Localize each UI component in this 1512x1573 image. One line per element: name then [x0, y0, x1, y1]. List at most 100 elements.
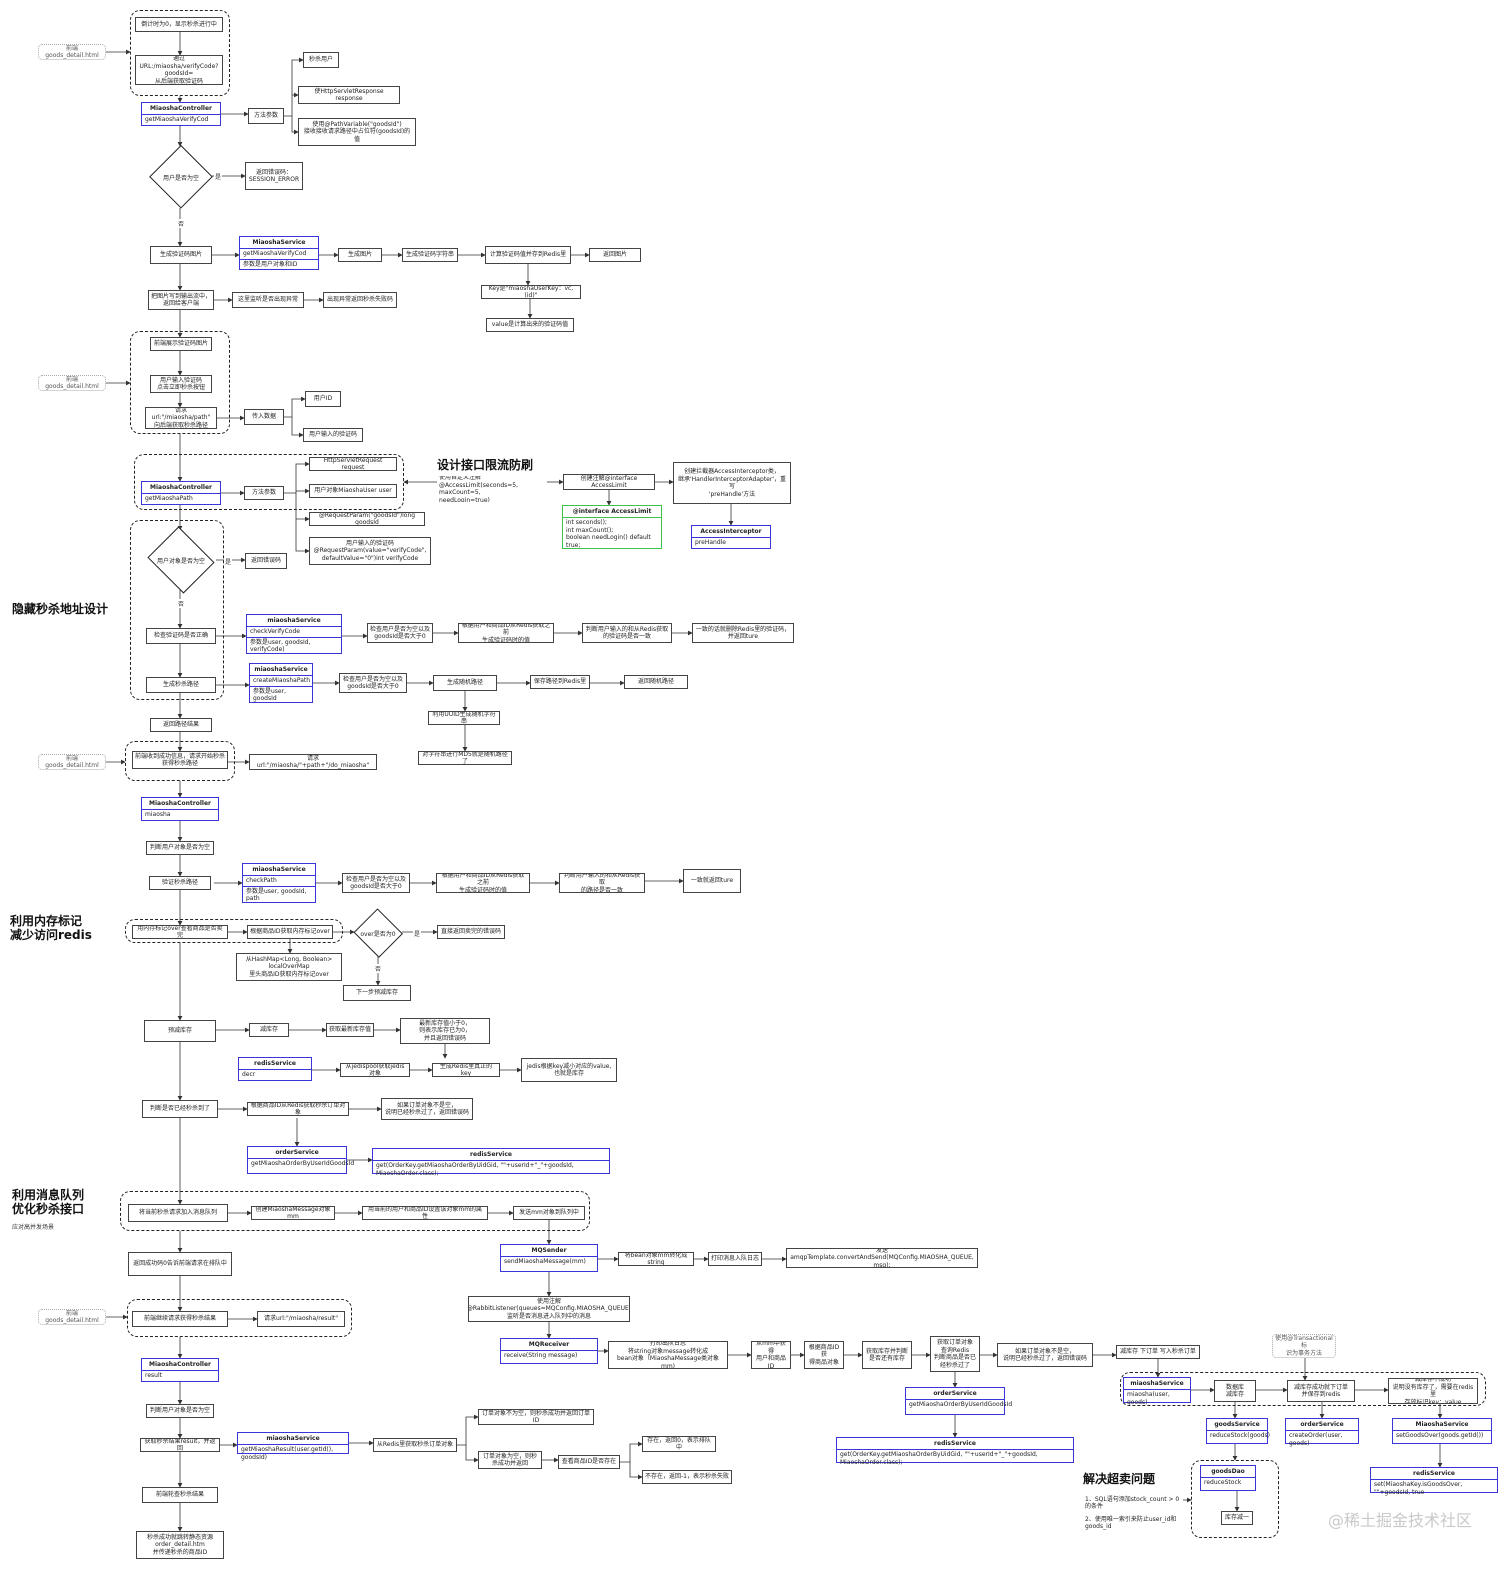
node-dyes: 返回错误码： SESSION_ERROR [245, 162, 303, 190]
class-box-title: MiaoshaController [142, 1359, 218, 1371]
node-rv6: 如果订单对象不是空， 说明已经秒杀过了，返回错误码 [997, 1343, 1093, 1367]
node-pth: 生成秒杀路径 [146, 677, 216, 693]
node-z7: 存在，返回0，表示排队中 [642, 1436, 716, 1452]
node-lim3: 创建拦截器AccessInterceptor类， 继承'HandlerInter… [673, 462, 791, 504]
node-fe4: 前端goods_detail.html [38, 1309, 106, 1325]
heading-rate-limit: 设计接口限流防刷 [437, 458, 534, 472]
group-result-request [127, 1299, 352, 1337]
class-box-title: miaoshaService [250, 664, 312, 676]
node-mq1: 将当前秒杀请求加入消息队列 [128, 1204, 228, 1222]
node-s6: 用户输入的验证码 [303, 428, 363, 442]
node-pr4: 从jedispool获取jedis对象 [340, 1063, 410, 1077]
node-rep: 判断是否已经秒杀到了 [142, 1100, 218, 1118]
node-pr5: 生成Redis里真正的key [432, 1063, 500, 1077]
class-box-row: get(OrderKey.getMiaoshaOrderByUidGid, ""… [376, 1162, 574, 1177]
class-box-row: getMiaoshaVerifyCod [243, 250, 307, 257]
node-o2: 根据商品ID获取内存标记over [247, 925, 333, 939]
class-box-title: goodsDao [1201, 1466, 1255, 1478]
node-q3: @RequestParam("goodsId")long goodsId [309, 512, 425, 526]
node-n1: 倒计时为0，显示秒杀进行中 [135, 17, 223, 32]
node-t4: 返回随机路径 [624, 675, 688, 689]
class-box-row: decr [242, 1071, 256, 1078]
node-z6: 查看商品ID是否存在 [558, 1455, 620, 1469]
node-c4: 一致的话就删除Redis里的验证码， 并返回ture [692, 623, 794, 643]
node-m2: 验证秒杀路径 [149, 876, 211, 890]
node-g2: 生成验证码字符串 [402, 248, 458, 262]
class-box-title: redisService [1371, 1468, 1497, 1480]
class-box-row: reduceStock [1204, 1479, 1242, 1486]
node-s3: 请求url:"/miaosha/path" 向后端获取秒杀路径 [145, 407, 217, 429]
node-sol1: 1、SQL语句添加stock_count > 0 的条件 [1085, 1495, 1180, 1511]
group-countdown [130, 10, 230, 96]
group-transaction [1120, 1372, 1486, 1406]
group-start-miaosha [125, 741, 235, 781]
decision-label: 用户是否为空 [162, 174, 199, 182]
node-z8: 不存在，返回-1，表示秒杀失败 [642, 1470, 732, 1484]
node-t5: 利用UUID生成随机字符串 [428, 711, 500, 725]
node-s2: 用户输入验证码 点击立即秒杀按钮 [150, 375, 212, 393]
heading-message-queue: 利用消息队列 优化秒杀接口 [12, 1188, 85, 1216]
node-rp1: 根据商品ID从Redis获取秒杀订单对象 [247, 1102, 349, 1116]
decision-label: 用户对象是否为空 [156, 557, 205, 565]
node-rv2: 从mm中获得 用户和商品ID [751, 1341, 791, 1369]
node-z5: 订单对象为空，则秒 杀成功并返回 [478, 1451, 542, 1469]
class-box-row: 参数是user, goodsId [250, 685, 312, 704]
node-z3: 从Redis里获取秒杀订单对象 [373, 1438, 457, 1452]
node-lim1: 使用自定义注解 @AccessLimit(seconds=5, maxCount… [439, 476, 519, 502]
group-queue [120, 1191, 590, 1231]
node-z10: 秒杀成功就跳转静态资源 order_detail.htm 并传递秒杀的商品ID [136, 1531, 224, 1559]
node-r2: 请求url:"/miaosha/"+path+"/do_miaosha" [249, 754, 377, 770]
node-o4: 直接返回卖完的错误码 [437, 925, 505, 939]
edge-label-yes: 是 [413, 929, 422, 938]
node-r1: 前端收到成功信息，请求开始秒杀 获得秒杀路径 [132, 751, 228, 769]
class-box-title: MiaoshaService [240, 237, 318, 249]
node-o1: 用内存标记over查看商品是否卖完 [132, 925, 228, 939]
node-s5: 用户ID [305, 391, 341, 407]
class-box-row: getMiaoshaPath [145, 495, 193, 502]
node-v4: 一致就返回ture [683, 869, 741, 893]
class-box-title: AccessInterceptor [692, 526, 770, 538]
node-q2: 用户对象MiaoshaUser user [309, 484, 397, 498]
node-t2: 生成随机路径 [433, 675, 497, 691]
heading-memory-flag: 利用内存标记 减少访问redis [10, 914, 92, 942]
node-p2: 使HttpServletResponse response [298, 86, 400, 104]
heading-oversell: 解决超卖问题 [1083, 1472, 1156, 1486]
node-s4: 传入数据 [244, 409, 284, 425]
node-mq7: 发送 amqpTemplate.convertAndSend(MQConfig.… [786, 1248, 978, 1268]
node-pre: 预减库存 [144, 1020, 216, 1042]
class-box-row: checkVerifyCode [250, 628, 300, 635]
node-tx: 使用@Transactional标 识为事务方法 [1272, 1334, 1336, 1358]
class-box-row: miaosha [145, 811, 171, 818]
node-k3: 减库存不成功 说明没有库存了，需要在redis里 存放标识key：value [1388, 1378, 1478, 1404]
edge-label-no: 否 [177, 599, 186, 608]
class-box-title: goodsService [1207, 1419, 1267, 1431]
decision-label: over是否为0 [360, 930, 396, 938]
node-gen: 生成验证码图片 [150, 246, 212, 264]
node-mq8: 使用注解 @RabbitListener(queues=MQConfig.MIA… [468, 1296, 630, 1322]
node-k1: 数据库 减库存 [1214, 1380, 1256, 1402]
node-q4: 用户输入的验证码 @RequestParam(value="verifyCode… [309, 537, 431, 565]
node-mq3: 用当前的用户和商品ID设置该对象mm的属性 [362, 1206, 488, 1220]
class-box-title: redisService [373, 1149, 609, 1161]
node-q1: HttpServletRequest request [309, 457, 397, 471]
class-box-row: getMiaoshaResult(user.getId(), goodsId) [241, 1446, 333, 1461]
class-box-row: preHandle [695, 539, 726, 546]
node-w1: 把图片写到输出流中， 返回给客户端 [148, 290, 214, 310]
node-c2: 根据用户和商品ID从Redis获取之前 生成验证码时的值 [458, 623, 554, 643]
node-w2: 这里监听是否出现异常 [232, 292, 304, 308]
class-box-row: get(OrderKey.getMiaoshaOrderByUidGid, ""… [840, 1451, 1038, 1466]
node-z9: 前端轮查秒杀结果 [142, 1487, 218, 1503]
